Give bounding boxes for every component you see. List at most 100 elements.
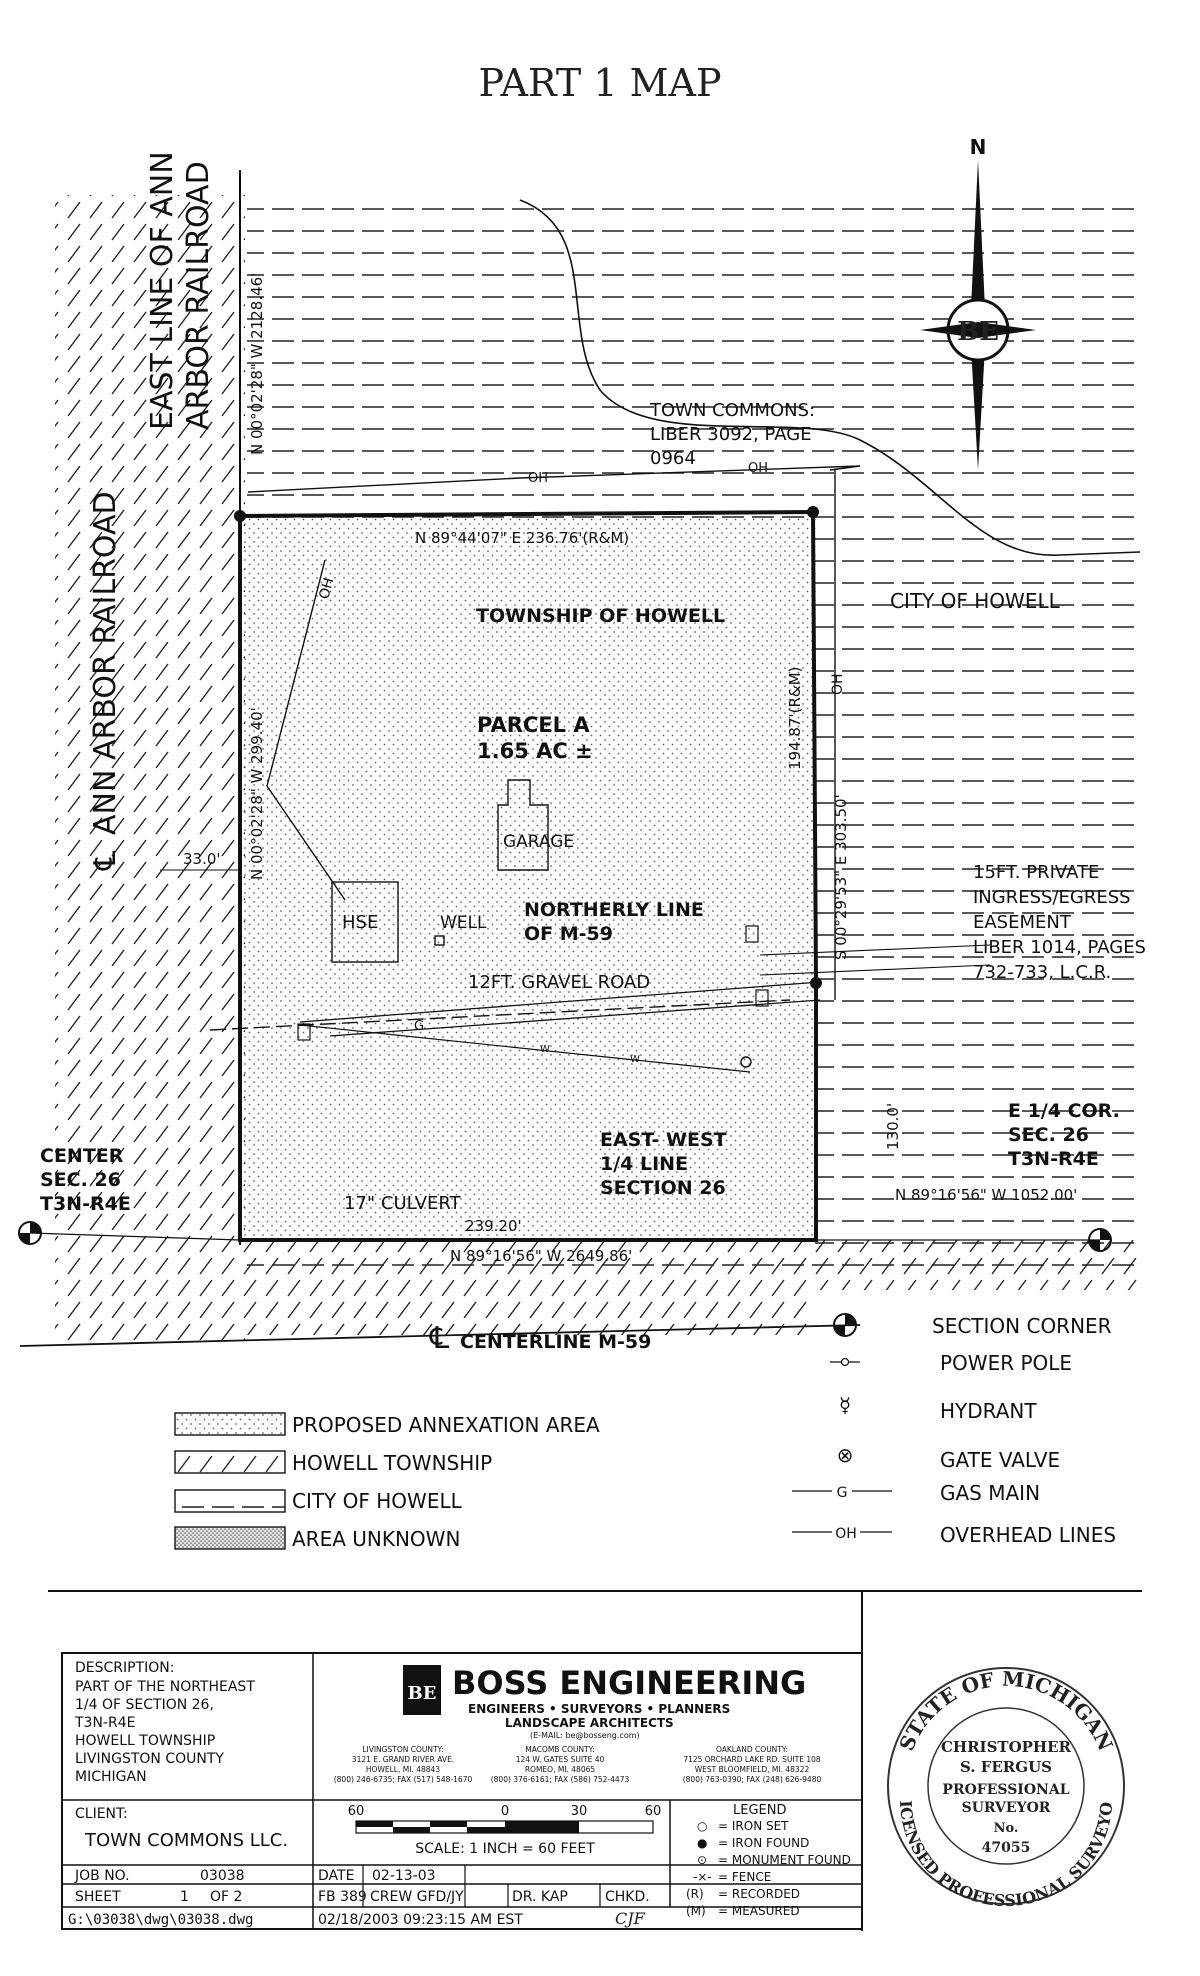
- town-commons-label-1: TOWN COMMONS:: [649, 400, 815, 421]
- legend-title: LEGEND: [733, 1803, 786, 1818]
- office-1-addr1: 3121 E. GRAND RIVER AVE.: [352, 1755, 454, 1764]
- description-line-1: PART OF THE NORTHEAST: [75, 1679, 255, 1695]
- ew-quarter-line-west: [29, 1232, 241, 1241]
- sheet-of: OF 2: [210, 1889, 242, 1905]
- railroad-centerline-symbol: ℄: [88, 851, 123, 871]
- seal-no: No.: [994, 1821, 1019, 1836]
- east-total-bearing: S 00°29'53" E 303.50': [832, 794, 850, 960]
- e-quarter-corner-label-3: T3N-R4E: [1008, 1148, 1099, 1170]
- map-title: PART 1 MAP: [478, 61, 721, 105]
- center-sec-label-3: T3N-R4E: [40, 1193, 131, 1215]
- south-total-bearing: N 89°16'56" W 2649.86': [450, 1247, 632, 1265]
- easement-line-south: [759, 964, 991, 976]
- proposed-annexation-area: [240, 516, 816, 1240]
- power-pole-icon: [740, 1056, 752, 1068]
- overhead-line-icon: OH: [792, 1526, 892, 1542]
- office-3-addr2: WEST BLOOMFIELD, MI. 48322: [695, 1765, 810, 1774]
- hydrant-icon: ☿: [839, 1393, 851, 1417]
- office-2-addr1: 124 W. GATES SUITE 40: [516, 1755, 605, 1764]
- iron-found-ne: [807, 506, 819, 518]
- office-1-county: LIVINGSTON COUNTY:: [362, 1745, 443, 1754]
- north-label: N: [970, 135, 987, 159]
- job-no-label: JOB NO.: [74, 1868, 130, 1884]
- description-line-2: 1/4 OF SECTION 26,: [75, 1697, 214, 1713]
- seal-name-2: S. FERGUS: [960, 1758, 1052, 1776]
- surveyor-seal: [887, 1667, 1125, 1905]
- legend-gate-valve: GATE VALVE: [940, 1448, 1060, 1472]
- date-value: 02-13-03: [372, 1868, 436, 1884]
- scale-tick-60-right: 60: [645, 1804, 662, 1819]
- company-name: BOSS ENGINEERING: [452, 1664, 806, 1702]
- legend-swatch-township: [174, 1450, 286, 1474]
- easement-label-1: 15FT. PRIVATE: [973, 862, 1099, 883]
- north-arrow: [920, 160, 1036, 470]
- legend-swatch-city: [174, 1489, 286, 1513]
- svg-text:G: G: [837, 1485, 848, 1501]
- legend-symbol-fence-icon: -×-: [693, 1870, 712, 1884]
- scale-tick-60-left: 60: [348, 1804, 365, 1819]
- howell-township-south-area: [245, 1240, 815, 1335]
- south-east-bearing: N 89°16'56" W 1052.00': [895, 1186, 1077, 1204]
- client-name: TOWN COMMONS LLC.: [84, 1830, 288, 1851]
- easement-line-north: [759, 944, 991, 956]
- gravel-road-north: [299, 981, 821, 1023]
- oh-label-east: OH: [830, 673, 846, 695]
- gas-valve-north: [745, 925, 759, 943]
- seal-number: 47055: [982, 1840, 1031, 1856]
- oh-label-west: OH: [316, 576, 337, 601]
- legend-symbol-iron-found-icon: ●: [697, 1836, 707, 1850]
- seal-line-3: PROFESSIONAL: [942, 1782, 1069, 1798]
- office-1-phone: (800) 246-6735; FAX (517) 548-1670: [334, 1775, 473, 1784]
- easement-label-4: LIBER 1014, PAGES: [973, 937, 1146, 958]
- office-2-phone: (800) 376-6161; FAX (586) 752-4473: [491, 1775, 630, 1784]
- office-2-county: MACOMB COUNTY:: [525, 1745, 595, 1754]
- checker-initials: CJF: [615, 1909, 646, 1928]
- m59-centerline: [19, 1324, 861, 1347]
- town-commons-label-2: LIBER 3092, PAGE: [650, 424, 812, 445]
- legend-annexation: PROPOSED ANNEXATION AREA: [292, 1413, 600, 1437]
- culvert-label: 17" CULVERT: [344, 1193, 462, 1214]
- description-line-5: LIVINGSTON COUNTY: [75, 1751, 224, 1767]
- east-line-railroad-label-2: ARBOR RAILROAD: [181, 161, 216, 430]
- m59-centerline-label: CENTERLINE M-59: [460, 1331, 651, 1353]
- job-no: 03038: [200, 1868, 245, 1884]
- gravel-road-south: [329, 999, 821, 1037]
- company-email: (E-MAIL: be@bosseng.com): [530, 1731, 640, 1740]
- file-path: G:\03038\dwg\03038.dwg: [68, 1912, 253, 1928]
- sheet-label: SHEET: [75, 1889, 121, 1905]
- company-subtitle-2: LANDSCAPE ARCHITECTS: [505, 1716, 674, 1730]
- company-subtitle-1: ENGINEERS • SURVEYORS • PLANNERS: [468, 1702, 730, 1716]
- timestamp: 02/18/2003 09:23:15 AM EST: [318, 1912, 523, 1928]
- easement-label-2: INGRESS/EGRESS: [973, 887, 1131, 908]
- description-line-3: T3N-R4E: [74, 1715, 135, 1731]
- description-line-4: HOWELL TOWNSHIP: [75, 1733, 215, 1749]
- legend-city-of-howell: CITY OF HOWELL: [292, 1489, 463, 1513]
- legend-hydrant: HYDRANT: [940, 1399, 1037, 1423]
- oh-label-north-1: OH: [528, 471, 548, 486]
- legend-recorded: = RECORDED: [718, 1887, 800, 1901]
- scale-tick-0: 0: [501, 1804, 509, 1819]
- client-label: CLIENT:: [75, 1806, 128, 1822]
- offset-33-label: 33.0': [183, 850, 221, 868]
- northerly-line-label-1: NORTHERLY LINE: [524, 899, 704, 921]
- legend-section-corner: SECTION CORNER: [932, 1314, 1112, 1338]
- e-quarter-corner-label-1: E 1/4 COR.: [1008, 1100, 1120, 1122]
- iron-found-nw: [234, 510, 246, 522]
- legend-symbol-recorded: (R): [686, 1887, 704, 1901]
- oh-label-north-2: OH: [748, 461, 768, 476]
- e-quarter-corner-label-2: SEC. 26: [1008, 1124, 1089, 1146]
- gas-main-line: [209, 999, 791, 1031]
- legend-power-pole: POWER POLE: [940, 1351, 1072, 1375]
- checked-label: CHKD.: [605, 1889, 650, 1905]
- field-book: FB 389: [318, 1889, 367, 1905]
- house-building: [331, 881, 399, 963]
- easement-label-5: 732-733, L.C.R.: [973, 962, 1111, 983]
- sheet-no: 1: [180, 1889, 189, 1905]
- legend-overhead-lines: OVERHEAD LINES: [940, 1523, 1116, 1547]
- legend-monument-found: = MONUMENT FOUND: [718, 1853, 851, 1867]
- legend-symbol-measured: (M): [686, 1904, 706, 1918]
- legend-iron-found: = IRON FOUND: [718, 1836, 809, 1850]
- ann-arbor-railroad-label: ANN ARBOR RAILROAD: [88, 491, 123, 835]
- legend-area-unknown: AREA UNKNOWN: [292, 1527, 460, 1551]
